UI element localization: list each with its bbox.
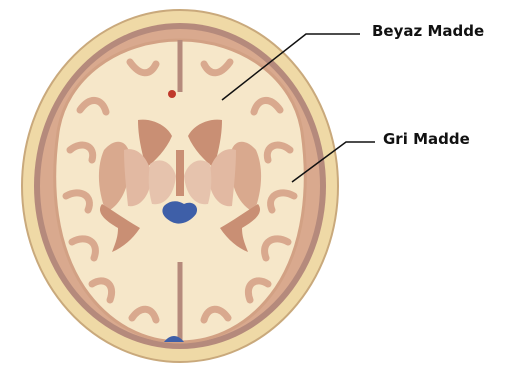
white-matter-label: Beyaz Madde bbox=[372, 24, 484, 39]
gray-matter-label: Gri Madde bbox=[383, 132, 470, 147]
third-ventricle bbox=[176, 150, 184, 196]
anterior-vessel bbox=[168, 90, 176, 98]
